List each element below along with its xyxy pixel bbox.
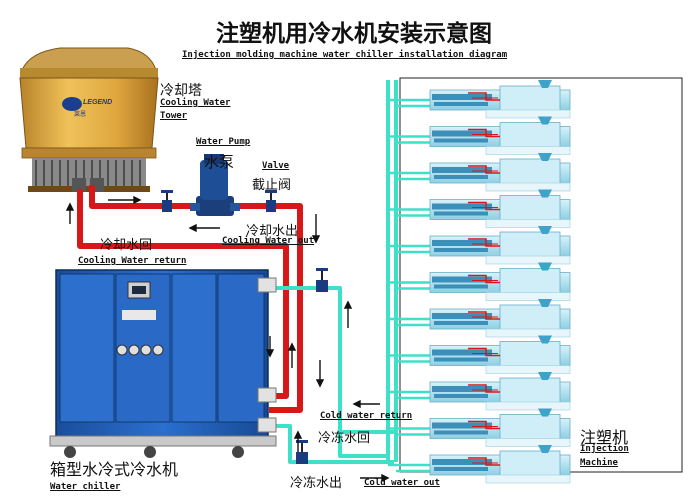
chilled-water-pipes	[272, 80, 398, 464]
page-title: 注塑机用冷水机安装示意图	[216, 21, 492, 47]
tower-label-en-2: Tower	[160, 111, 188, 121]
valve-label-en: Valve	[262, 161, 290, 171]
machine-label-cn: 注塑机	[580, 428, 629, 447]
tower-label-cn: 冷却塔	[160, 83, 202, 99]
machine-label-en-2: Machine	[580, 458, 618, 468]
tower-brand: LEGEND	[83, 99, 112, 106]
valve-label-cn: 截止阀	[252, 178, 292, 193]
injection-machines	[388, 80, 571, 484]
cooling-water-out-en: Cooling Water out	[222, 236, 315, 246]
tower-label-en-1: Cooling Water	[160, 98, 231, 108]
legend-logo: LEGEND 莱恩	[62, 97, 112, 118]
valve-cold-out	[316, 268, 328, 292]
cold-water-out-en: Cold water out	[364, 478, 440, 488]
injection-machine	[388, 116, 571, 155]
injection-machine	[388, 335, 571, 374]
water-chiller-unit	[49, 269, 277, 458]
injection-machine	[388, 226, 571, 265]
cooling-water-return-cn: 冷却水回	[100, 238, 153, 253]
cooling-water-out-cn: 冷却水出	[246, 224, 299, 239]
water-pump	[190, 154, 240, 216]
cold-water-return-cn: 冷冻水回	[318, 431, 371, 446]
valve-cold-supply	[296, 440, 308, 464]
injection-machine	[388, 153, 571, 192]
cold-water-out-cn: 冷冻水出	[290, 476, 343, 491]
injection-machine	[388, 80, 571, 119]
flow-arrows	[65, 195, 390, 483]
injection-machine	[388, 299, 571, 338]
injection-machine	[388, 372, 571, 411]
pump-label-en: Water Pump	[196, 137, 251, 147]
injection-machine	[388, 408, 571, 447]
injection-machine	[388, 445, 571, 484]
valve-pump-out	[265, 190, 277, 212]
cold-water-return-en: Cold water return	[320, 411, 413, 421]
cooling-tower: LEGEND 莱恩	[19, 47, 159, 192]
page-subtitle: Injection molding machine water chiller …	[182, 50, 508, 60]
chiller-label-cn: 箱型水冷式冷水机	[50, 460, 179, 479]
cooling-water-return-en: Cooling Water return	[78, 256, 187, 266]
pump-label-cn: 水泵	[204, 153, 235, 171]
injection-machine	[388, 262, 571, 301]
chiller-label-en: Water chiller	[50, 482, 121, 492]
valve-tower-out	[161, 190, 173, 212]
machine-label-en-1: Injection	[580, 444, 629, 454]
injection-machine	[388, 189, 571, 228]
tower-brand-cn: 莱恩	[74, 110, 86, 118]
